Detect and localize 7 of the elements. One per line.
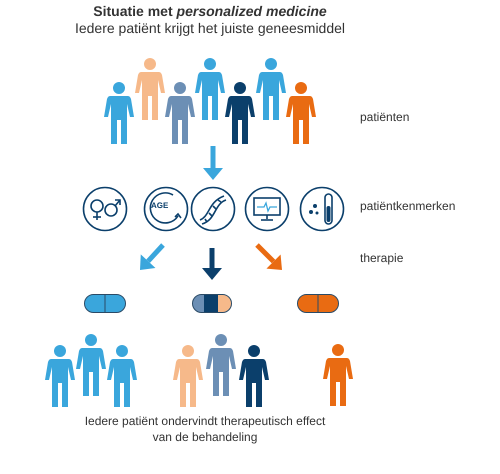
caption-text: Iedere patiënt ondervindt therapeutisch effect van de behandeling (84, 413, 326, 445)
row-label: patiëntkenmerken (360, 199, 456, 213)
row-label: therapie (360, 251, 404, 265)
title: Situatie met personalized medicine (92, 3, 328, 19)
age-text: AGE (151, 201, 168, 210)
subtitle: Iedere patiënt krijgt het juiste geneesmiddel (74, 20, 346, 36)
row-label: patiënten (360, 110, 410, 124)
